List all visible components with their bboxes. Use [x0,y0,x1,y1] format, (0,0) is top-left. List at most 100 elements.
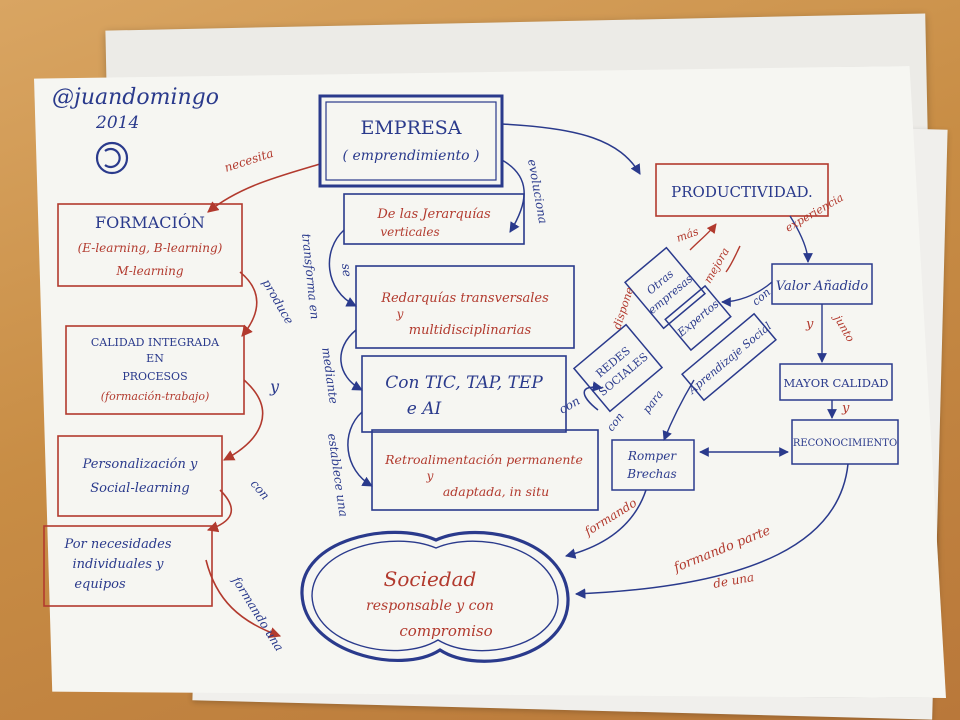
node-productividad: PRODUCTIVIDAD. [655,163,829,217]
node-reconocimiento: RECONOCIMIENTO [791,419,899,465]
node-calidad-line1: CALIDAD INTEGRADA [91,336,220,349]
node-necesidades-line3: equipos [74,577,126,592]
node-redarquias-line2: y [396,307,404,321]
node-reconocimiento-box [791,419,899,465]
edge-label-evoluciona: evoluciona [525,158,550,225]
node-aprendizaje-box [681,312,777,402]
node-personalizacion: Personalización y Social-learning [57,435,223,517]
node-productividad-label: PRODUCTIVIDAD. [671,183,813,201]
edge-expertos-up [725,245,741,273]
edge-label-mas: más [675,225,701,245]
node-otras-box [623,246,707,330]
edge-necesidades-sociedad [205,559,282,638]
node-jerarquias-box [343,193,525,245]
node-sociedad: Sociedad responsable y con compromiso [300,530,570,663]
node-calidad-line2: EN [146,352,164,365]
node-empresa-line2: ( emprendimiento ) [343,148,480,164]
node-sociedad-inner-outline [311,540,559,652]
copyleft-icon [95,141,129,175]
node-formacion: FORMACIÓN (E-learning, B-learning) M-lea… [57,203,243,287]
edge-redarquias-tic [340,329,363,391]
node-romper-line2: Brechas [626,467,676,481]
edge-empresa-jerarquias [501,159,525,233]
edge-otras-productividad [689,223,717,251]
edge-label-y2: y [805,317,814,332]
edge-calidad-personalizacion [223,379,264,461]
node-tic-line2: e AI [407,399,442,419]
edge-label-y: y [269,377,280,396]
edge-label-con2: con [557,394,583,417]
edge-reconocimiento-sociedad [574,463,849,599]
node-tic: Con TIC, TAP, TEP e AI [361,355,567,433]
node-jerarquias-line1: De las Jerarquías [376,207,491,222]
node-redarquias: Redarquías transversales y multidiscipli… [355,265,575,349]
node-necesidades-box [43,525,213,607]
node-calidad-line3: PROCESOS [122,370,187,383]
edge-tic-retro [347,411,373,487]
node-romper-box [611,439,695,491]
edge-valor-aprendizaje [721,281,773,307]
edge-label-con4: con [604,410,626,434]
author-year: 2014 [95,113,139,133]
node-expertos-box [664,284,732,352]
node-retro: Retroalimentación permanente y adaptada,… [371,429,599,511]
node-tic-box [361,355,567,433]
node-sociedad-outline [300,530,570,663]
edge-label-necesita: necesita [223,146,275,175]
node-jerarquias-line2: verticales [380,225,439,239]
edge-label-mediante: mediante [319,346,341,404]
node-redarquias-box [355,265,575,349]
edge-formacion-calidad [239,271,258,337]
node-formacion-line2: (E-learning, B-learning) [78,241,223,255]
node-mayor: MAYOR CALIDAD [779,363,893,401]
edge-label-para: para [640,388,666,416]
node-productividad-box [655,163,829,217]
edge-label-de-una: de una [712,570,755,591]
node-empresa-box [318,94,504,188]
edge-label-transforma-en: transforma en [299,233,322,320]
edge-label-con3: con [750,286,774,309]
node-necesidades: Por necesidades individuales y equipos [43,525,213,607]
node-romper-line1: Romper [627,449,677,463]
edge-jerarquias-redarquias [328,229,357,307]
edge-label-dispone: dispone [610,285,636,331]
node-retro-box [371,429,599,511]
node-personalizacion-line2: Social-learning [90,481,190,496]
node-redarquias-line1: Redarquías transversales [380,291,549,306]
node-tic-line1: Con TIC, TAP, TEP [385,373,543,393]
node-retro-line1: Retroalimentación permanente [384,452,583,467]
paper-sheet [34,66,946,698]
node-jerarquias: De las Jerarquías verticales [343,193,525,245]
edge-aprendizaje-romper [662,379,695,441]
edge-label-mejora: mejora [701,245,732,285]
node-retro-line2: y [426,469,434,483]
node-formacion-line1: FORMACIÓN [95,212,205,232]
edge-label-se: se [339,263,354,278]
node-personalizacion-box [57,435,223,517]
edge-label-junto: junto [830,310,857,344]
node-sociedad-line3: compromiso [399,622,492,640]
node-formacion-box [57,203,243,287]
author-handle: @juandomingo [52,85,219,110]
node-formacion-line3: M-learning [115,264,183,278]
edge-label-y3: y [841,401,850,416]
node-empresa: EMPRESA ( emprendimiento ) [318,94,504,188]
node-valor-label: Valor Añadido [776,279,869,294]
edge-label-establece-una: establece una [325,432,351,517]
node-necesidades-line2: individuales y [73,557,165,572]
edge-label-con: con [248,477,273,503]
node-necesidades-line1: Por necesidades [63,537,171,552]
edge-romper-sociedad [564,489,647,559]
edge-empresa-formacion [207,163,321,213]
node-empresa-line1: EMPRESA [360,117,461,139]
node-sociedad-line2: responsable y con [366,598,494,614]
node-expertos-label: Expertos [674,297,721,340]
edge-productividad-valor [789,215,813,263]
edge-empresa-productividad [501,123,641,175]
edge-label-formando-parte: formando parte [671,523,773,576]
node-calidad-line4: (formación-trabajo) [101,390,210,403]
node-redarquias-line3: multidisciplinarias [409,323,532,338]
node-romper: Romper Brechas [611,439,695,491]
node-sociedad-line1: Sociedad [384,567,477,591]
